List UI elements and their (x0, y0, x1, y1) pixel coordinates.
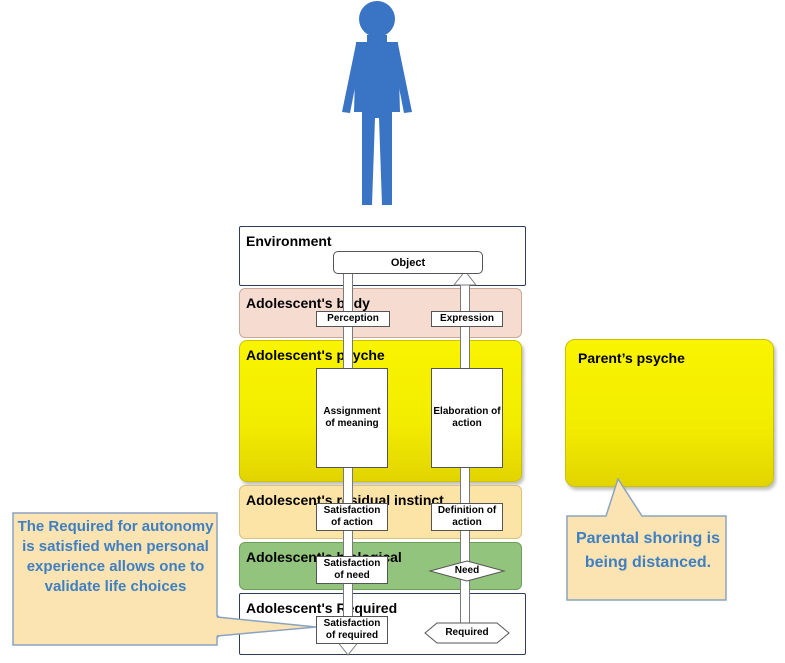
left-callout-bubble (12, 512, 219, 646)
definition-of-action-box: Definition of action (431, 503, 503, 531)
parent-psyche-box: Parent’s psyche (565, 339, 774, 487)
left-callout-pointer (217, 616, 317, 637)
psyche-title: Adolescent's psyche (246, 347, 385, 363)
right-callout-bubble (566, 478, 727, 601)
required-hexagon-shape (424, 622, 510, 644)
environment-title: Environment (246, 233, 332, 249)
left-callout-text: The Required for autonomy is satisfied w… (17, 518, 214, 595)
need-label: Need (454, 565, 480, 576)
required-label: Required (445, 627, 489, 638)
parent-title: Parent’s psyche (578, 350, 685, 366)
satisfaction-of-required-box: Satisfaction of required (316, 616, 388, 644)
required-title: Adolescent's Required (246, 600, 398, 616)
right-callout-text: Parental shoring is being distanced. (575, 530, 721, 571)
object-box: Object (333, 251, 483, 274)
satisfaction-of-need-box: Satisfaction of need (316, 556, 388, 584)
perception-box: Perception (316, 311, 390, 327)
expression-box: Expression (431, 311, 503, 327)
up-arrowhead-icon (453, 270, 477, 286)
assignment-of-meaning-box: Assignment of meaning (316, 368, 388, 468)
body-title: Adolescent's body (246, 295, 370, 311)
elaboration-of-action-box: Elaboration of action (431, 368, 503, 468)
person-figure-icon (342, 1, 412, 205)
satisfaction-of-action-box: Satisfaction of action (316, 503, 388, 531)
need-diamond-shape (428, 560, 506, 582)
